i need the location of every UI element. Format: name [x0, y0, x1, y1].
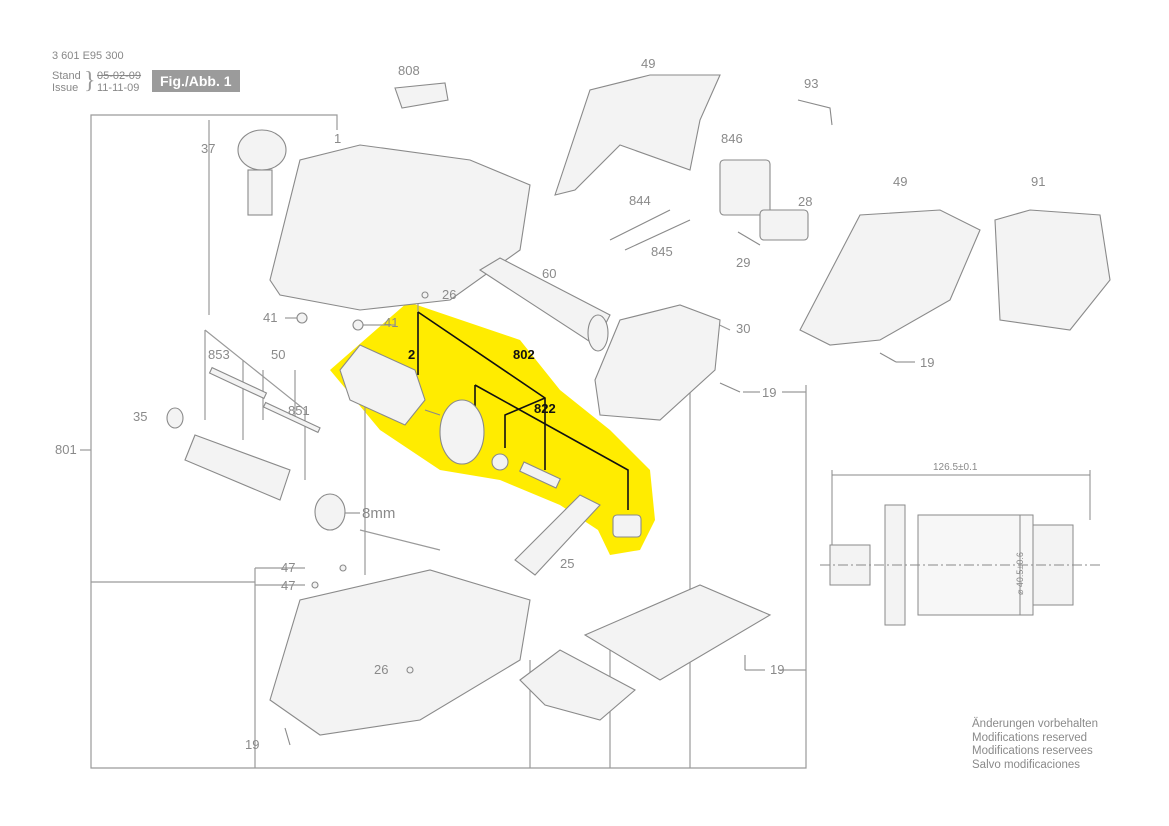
label-41-left: 41	[263, 310, 277, 325]
assembly-bracket-lines	[417, 311, 629, 510]
label-2: 2	[408, 347, 415, 362]
label-47-upper: 47	[281, 560, 295, 575]
part-1-housing	[269, 144, 531, 311]
part-26b	[406, 666, 414, 674]
part-41b-nut	[352, 319, 364, 331]
part-bearing	[491, 453, 509, 471]
part-8mm-pulley	[314, 493, 346, 531]
label-853: 853	[208, 347, 230, 362]
label-50: 50	[271, 347, 285, 362]
label-808: 808	[398, 63, 420, 78]
part-50-drum	[184, 434, 291, 501]
part-29-spring	[737, 231, 761, 246]
label-1: 1	[334, 131, 341, 146]
part-60-tube	[478, 257, 611, 346]
part-guide	[519, 649, 636, 721]
label-845: 845	[651, 244, 673, 259]
part-26a	[421, 291, 429, 299]
highlight-region	[330, 302, 655, 555]
label-802: 802	[513, 347, 535, 362]
label-19-mid: 19	[762, 385, 776, 400]
part-25-belt	[514, 494, 601, 576]
label-26-lower: 26	[374, 662, 388, 677]
part-35	[166, 407, 184, 429]
label-801: 801	[55, 442, 77, 457]
note-french: Modifications reservees	[972, 745, 1093, 757]
motor-dimension-drawing	[820, 470, 1100, 626]
note-english: Modifications reserved	[972, 731, 1088, 744]
part-47a	[339, 564, 347, 572]
label-822: 822	[534, 401, 556, 416]
label-35: 35	[133, 409, 147, 424]
label-19-right: 19	[920, 355, 934, 370]
label-60: 60	[542, 266, 556, 281]
part-802-fan	[439, 399, 485, 465]
issue-label: Issue	[52, 82, 79, 94]
part-pulley	[612, 514, 642, 538]
part-822-shaft	[519, 461, 561, 489]
label-91: 91	[1031, 174, 1045, 189]
brace-glyph: }	[84, 68, 96, 94]
label-37: 37	[201, 141, 215, 156]
part-base-housing	[269, 569, 531, 736]
label-851: 851	[288, 403, 310, 418]
label-28: 28	[798, 194, 812, 209]
stand-label: Stand	[52, 70, 81, 82]
label-19-bottom: 19	[245, 737, 259, 752]
label-846: 846	[721, 131, 743, 146]
part-41a-nut	[296, 312, 308, 324]
figure-label: Fig./Abb. 1	[152, 70, 240, 92]
label-47-lower: 47	[281, 578, 295, 593]
part-number: 3 601 E95 300	[52, 50, 124, 62]
part-808-plate	[394, 82, 449, 109]
modification-notes: Änderungen vorbehalten Modifications res…	[972, 718, 1098, 772]
part-sole-plate	[583, 584, 772, 681]
part-sketches	[166, 74, 1111, 746]
label-49-top: 49	[641, 56, 655, 71]
part-37-shaft	[247, 169, 273, 216]
label-30: 30	[736, 321, 750, 336]
part-851-blade	[262, 401, 321, 434]
part-853-blade	[208, 366, 268, 400]
label-844: 844	[629, 193, 651, 208]
part-845-wire	[624, 219, 691, 251]
note-german: Änderungen vorbehalten	[972, 718, 1098, 730]
dimension-diameter: ⌀ 40.5±0.6	[1015, 552, 1025, 595]
part-844-wire	[609, 209, 671, 241]
label-41-right: 41	[384, 315, 398, 330]
part-19-screw-c	[719, 382, 741, 393]
part-49-cover	[554, 74, 721, 196]
label-49-handle: 49	[893, 174, 907, 189]
part-37-knob	[237, 129, 287, 171]
issue-date: 11-11-09	[97, 82, 140, 94]
label-8mm: 8mm	[362, 505, 395, 522]
label-19-base: 19	[770, 662, 784, 677]
part-19-screw-a	[284, 727, 291, 746]
part-91-battery	[994, 209, 1111, 331]
part-47b	[311, 581, 319, 589]
part-30-cover	[594, 304, 721, 421]
stand-date: 05-02-09	[97, 70, 142, 82]
part-19-screw-d	[879, 352, 897, 363]
part-28	[759, 209, 809, 241]
part-2-motor	[339, 344, 426, 426]
dimension-length: 126.5±0.1	[933, 462, 978, 473]
part-labels: 808 49 93 846 49 91 37 1 844 845 28 29 6…	[55, 56, 1045, 752]
label-93: 93	[804, 76, 818, 91]
label-26-top: 26	[442, 287, 456, 302]
note-spanish: Salvo modificaciones	[972, 758, 1081, 771]
label-29: 29	[736, 255, 750, 270]
part-49-handle	[799, 209, 981, 346]
part-846-switch	[719, 159, 771, 216]
part-93-key	[797, 99, 833, 126]
label-25: 25	[560, 556, 574, 571]
